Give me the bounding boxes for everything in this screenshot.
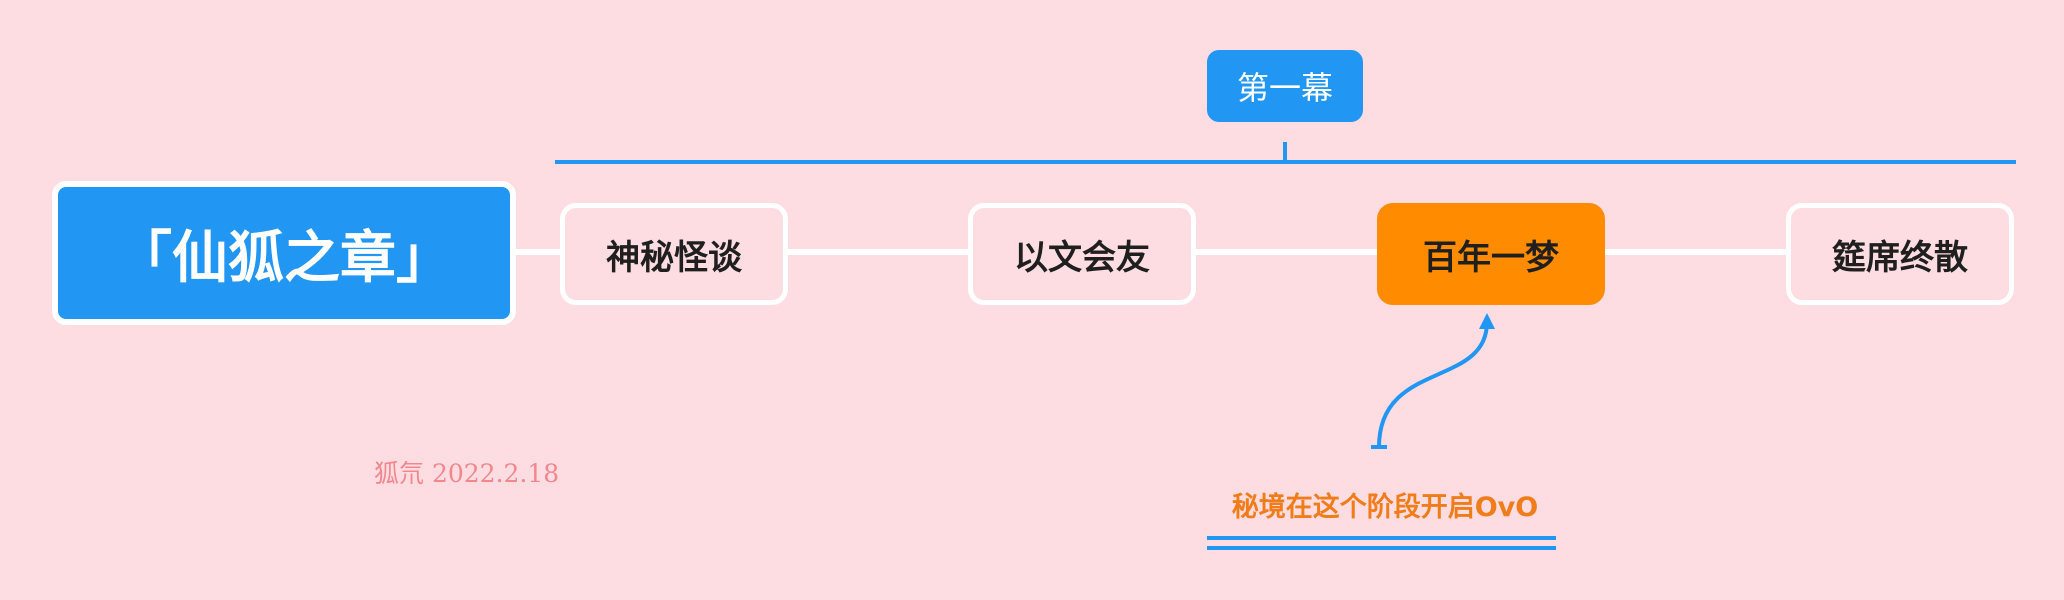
- signature-text: 狐氘 2022.2.18: [374, 459, 560, 488]
- stage-node-3[interactable]: 百年一梦: [1377, 203, 1605, 305]
- note-arrow: [1377, 321, 1489, 448]
- note-text[interactable]: 秘境在这个阶段开启OvO: [1231, 492, 1539, 523]
- summary-bracket: [555, 142, 2016, 164]
- summary-label[interactable]: 第一幕: [1207, 50, 1363, 122]
- root-topic[interactable]: 「仙狐之章」: [52, 181, 516, 325]
- stage-node-2[interactable]: 以文会友: [968, 203, 1196, 305]
- note-arrow-head: [1479, 313, 1495, 329]
- stage-node-4[interactable]: 筵席终散: [1786, 203, 2014, 305]
- stage-node-1[interactable]: 神秘怪谈: [560, 203, 788, 305]
